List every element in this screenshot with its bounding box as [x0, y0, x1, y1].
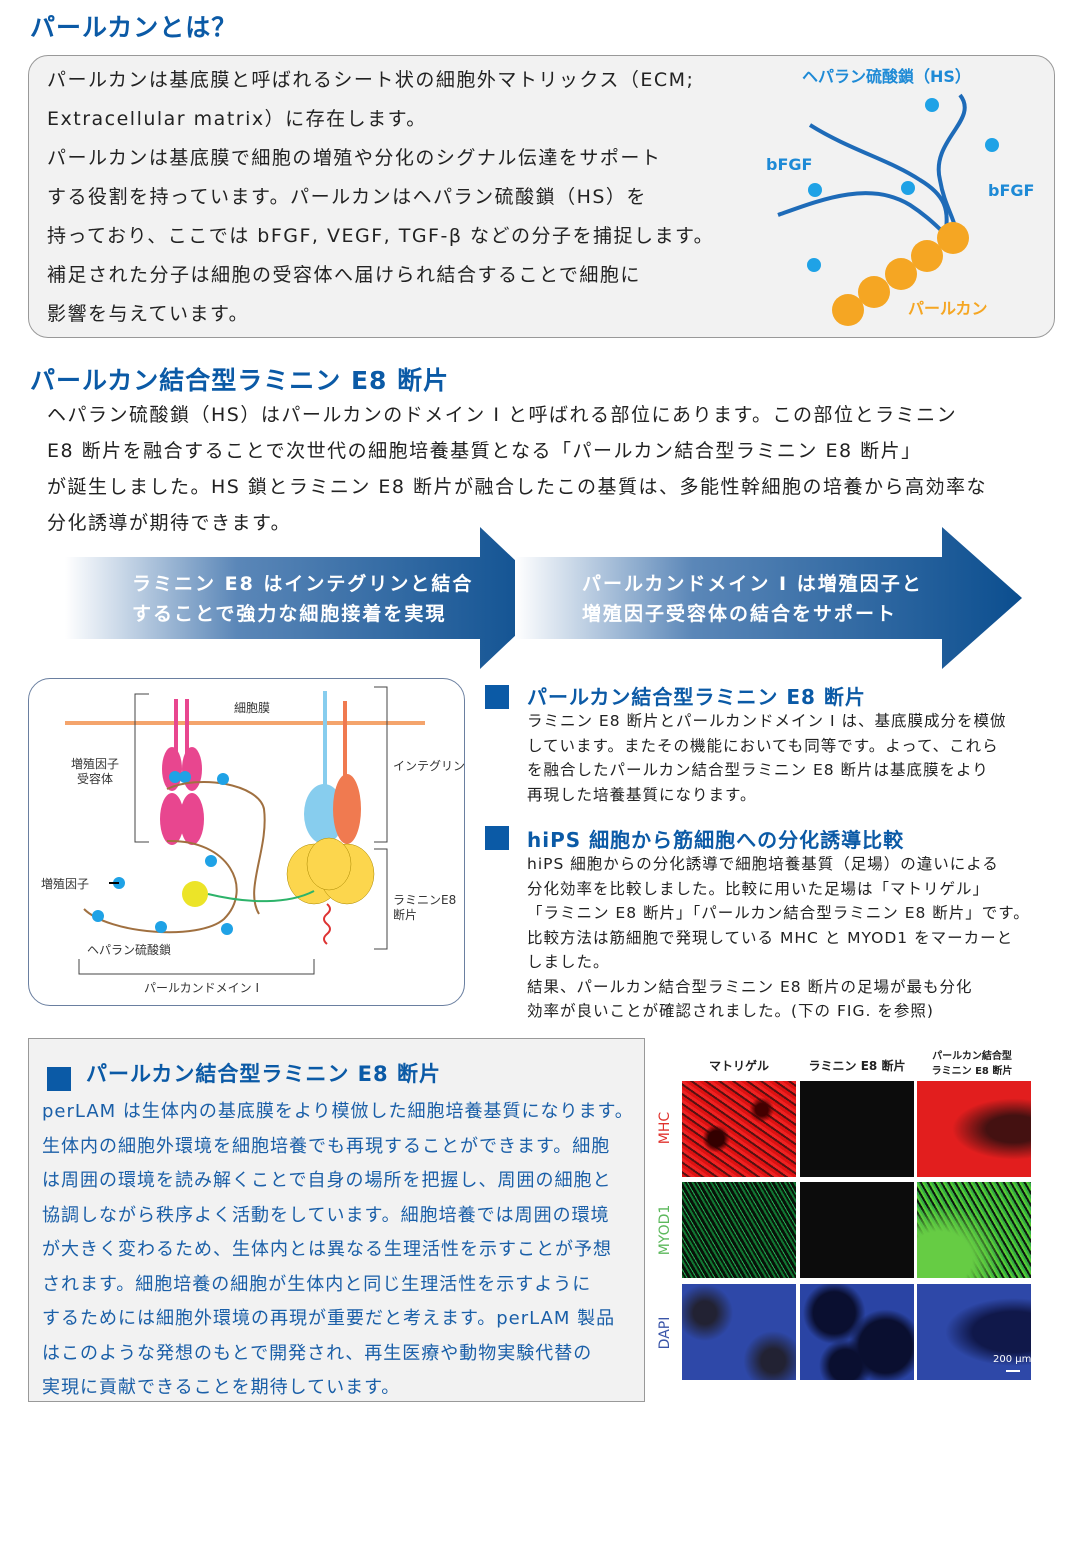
- text-line: ラミニンE8: [393, 893, 457, 907]
- image-mhc-perlecan: [917, 1081, 1031, 1177]
- perlam-box: [28, 1038, 645, 1402]
- text-line: するためには細胞外環境の再現が重要だと考えます。perLAM 製品: [42, 1308, 616, 1329]
- text-line: 「ラミニン E8 断片」「パールカン結合型ラミニン E8 断片」です。: [527, 904, 1030, 922]
- microscopy-figure: マトリゲル ラミニン E8 断片 パールカン結合型ラミニン E8 断片 MHC …: [650, 1040, 1050, 1390]
- section2-text: ヘパラン硫酸鎖（HS）はパールカンのドメイン I と呼ばれる部位にあります。この…: [47, 397, 987, 541]
- arrow-2-text: パールカンドメイン I は増殖因子と 増殖因子受容体の結合をサポート: [582, 569, 923, 629]
- text-line: はこのような発想のもとで開発され、再生医療や動物実験代替の: [42, 1342, 593, 1364]
- text-line: されます。細胞培養の細胞が生体内と同じ生理活性を示すように: [42, 1273, 592, 1295]
- image-mhc-laminin: [800, 1081, 914, 1177]
- image-myod1-laminin: [800, 1182, 914, 1278]
- square-bullet-icon: [485, 685, 509, 709]
- text-line: しています。またその機能においても同等です。よって、これら: [527, 736, 999, 755]
- text-line: 生体内の細胞外環境を細胞培養でも再現することができます。細胞: [42, 1135, 611, 1157]
- text-line: が大きく変わるため、生体内とは異なる生理活性を示すことが予想: [42, 1239, 612, 1260]
- text-line: ヘパラン硫酸鎖（HS）はパールカンのドメイン I と呼ばれる部位にあります。この…: [47, 404, 958, 426]
- text-line: しました。: [527, 953, 610, 971]
- process-arrows: [65, 527, 1022, 669]
- text-line: することで強力な細胞接着を実現: [132, 603, 447, 625]
- text-line: hiPS 細胞からの分化誘導で細胞培養基質（足場）の違いによる: [527, 855, 999, 873]
- column-label: ラミニン E8 断片: [808, 1059, 906, 1073]
- row-label-mhc: MHC: [657, 1111, 673, 1145]
- text-line: 持っており、ここでは bFGF, VEGF, TGF-β などの分子を捕捉します…: [47, 225, 715, 247]
- block-title: パールカン結合型ラミニン E8 断片: [86, 1062, 441, 1086]
- text-line: ラミニン E8 断片とパールカンドメイン I は、基底膜成分を模倣: [527, 712, 1007, 730]
- arrow-1: [65, 527, 555, 669]
- row-label-dapi: DAPI: [657, 1316, 673, 1350]
- text-line: する役割を持っています。パールカンはヘパラン硫酸鎖（HS）を: [47, 186, 647, 208]
- domain-label: パールカンドメイン I: [144, 981, 259, 995]
- image-dapi-matrigel: [682, 1284, 796, 1380]
- perlecan-hs-illustration: ヘパラン硫酸鎖（HS） bFGF bFGF パールカン: [766, 67, 1034, 326]
- text-line: パールカン結合型: [932, 1051, 1012, 1062]
- square-bullet-icon: [47, 1067, 71, 1091]
- text-line: Extracellular matrix）に存在します。: [47, 108, 427, 130]
- text-line: 実現に貢献できることを期待しています。: [42, 1377, 401, 1398]
- text-line: ラミニン E8 断片: [931, 1066, 1013, 1077]
- text-line: perLAM は生体内の基底膜をより模倣した細胞培養基質になります。: [42, 1101, 634, 1122]
- text-line: パールカンは基底膜で細胞の増殖や分化のシグナル伝達をサポート: [47, 147, 662, 169]
- bfgf-label: bFGF: [766, 155, 812, 174]
- text-line: パールカンドメイン I は増殖因子と: [582, 573, 923, 595]
- image-myod1-matrigel: [682, 1182, 796, 1278]
- growth-factor-label: 増殖因子: [41, 877, 90, 891]
- text-line: 増殖因子: [71, 757, 120, 771]
- text-line: 協調しながら秩序よく活動をしています。細胞培養では周囲の環境: [42, 1204, 610, 1226]
- text-line: が誕生しました。HS 鎖とラミニン E8 断片が融合したこの基質は、多能性幹細胞…: [47, 476, 988, 498]
- hs-chain-label: ヘパラン硫酸鎖: [87, 943, 172, 957]
- integrin-label: インテグリン: [393, 759, 466, 773]
- bfgf-label: bFGF: [988, 181, 1034, 200]
- text-line: ラミニン E8 はインテグリンと結合: [132, 573, 474, 595]
- scale-bar: [1006, 1370, 1020, 1372]
- image-dapi-laminin: [800, 1284, 914, 1380]
- image-myod1-perlecan: [917, 1182, 1031, 1278]
- text-line: は周囲の環境を読み解くことで自身の場所を把握し、周囲の細胞と: [42, 1170, 612, 1191]
- hs-label: ヘパラン硫酸鎖（HS）: [802, 67, 971, 86]
- block3-text: perLAM は生体内の基底膜をより模倣した細胞培養基質になります。 生体内の細…: [42, 1095, 634, 1406]
- text-line: 断片: [393, 908, 418, 922]
- text-line: 補足された分子は細胞の受容体へ届けられ結合することで細胞に: [47, 264, 641, 286]
- column-label: マトリゲル: [708, 1059, 769, 1073]
- block-title: hiPS 細胞から筋細胞への分化誘導比較: [527, 828, 905, 852]
- block1-text: ラミニン E8 断片とパールカンドメイン I は、基底膜成分を模倣 しています。…: [527, 709, 1006, 807]
- arrow-1-text: ラミニン E8 はインテグリンと結合 することで強力な細胞接着を実現: [132, 569, 473, 629]
- text-line: を融合したパールカン結合型ラミニン E8 断片は基底膜をより: [527, 761, 989, 779]
- block2-text: hiPS 細胞からの分化誘導で細胞培養基質（足場）の違いによる 分化効率を比較し…: [527, 852, 1030, 1024]
- receptor-label: 増殖因子受容体: [71, 757, 119, 787]
- section-title: パールカン結合型ラミニン E8 断片: [30, 366, 450, 395]
- text-line: 影響を与えています。: [47, 303, 250, 325]
- scale-bar-label: 200 µm: [993, 1354, 1032, 1365]
- image-mhc-matrigel: [682, 1081, 796, 1177]
- intro-text: パールカンは基底膜と呼ばれるシート状の細胞外マトリックス（ECM; Extrac…: [47, 61, 714, 334]
- text-line: 受容体: [77, 772, 114, 786]
- column-label: パールカン結合型ラミニン E8 断片: [915, 1049, 1029, 1079]
- block-title: パールカン結合型ラミニン E8 断片: [527, 685, 866, 709]
- text-line: 再現した培養基質になります。: [527, 785, 757, 804]
- text-line: 増殖因子受容体の結合をサポート: [582, 603, 898, 625]
- text-line: 結果、パールカン結合型ラミニン E8 断片の足場が最も分化: [527, 977, 973, 996]
- text-line: パールカンは基底膜と呼ばれるシート状の細胞外マトリックス（ECM;: [47, 69, 695, 91]
- text-line: 比較方法は筋細胞で発現している MHC と MYOD1 をマーカーと: [527, 928, 1014, 947]
- square-bullet-icon: [485, 826, 509, 850]
- text-line: 効率が良いことが確認されました。(下の FIG. を参照): [527, 1002, 934, 1020]
- image-dapi-perlecan: [917, 1284, 1031, 1380]
- text-line: 分化誘導が期待できます。: [47, 512, 292, 534]
- section-title: パールカンとは？: [30, 13, 238, 42]
- row-label-myod1: MYOD1: [657, 1204, 673, 1256]
- perlecan-label: パールカン: [908, 299, 988, 318]
- membrane-label: 細胞膜: [234, 701, 271, 715]
- arrow-2: [515, 527, 1022, 669]
- text-line: E8 断片を融合することで次世代の細胞培養基質となる「パールカン結合型ラミニン …: [47, 440, 922, 462]
- text-line: 分化効率を比較しました。比較に用いた足場は「マトリゲル」: [527, 879, 990, 898]
